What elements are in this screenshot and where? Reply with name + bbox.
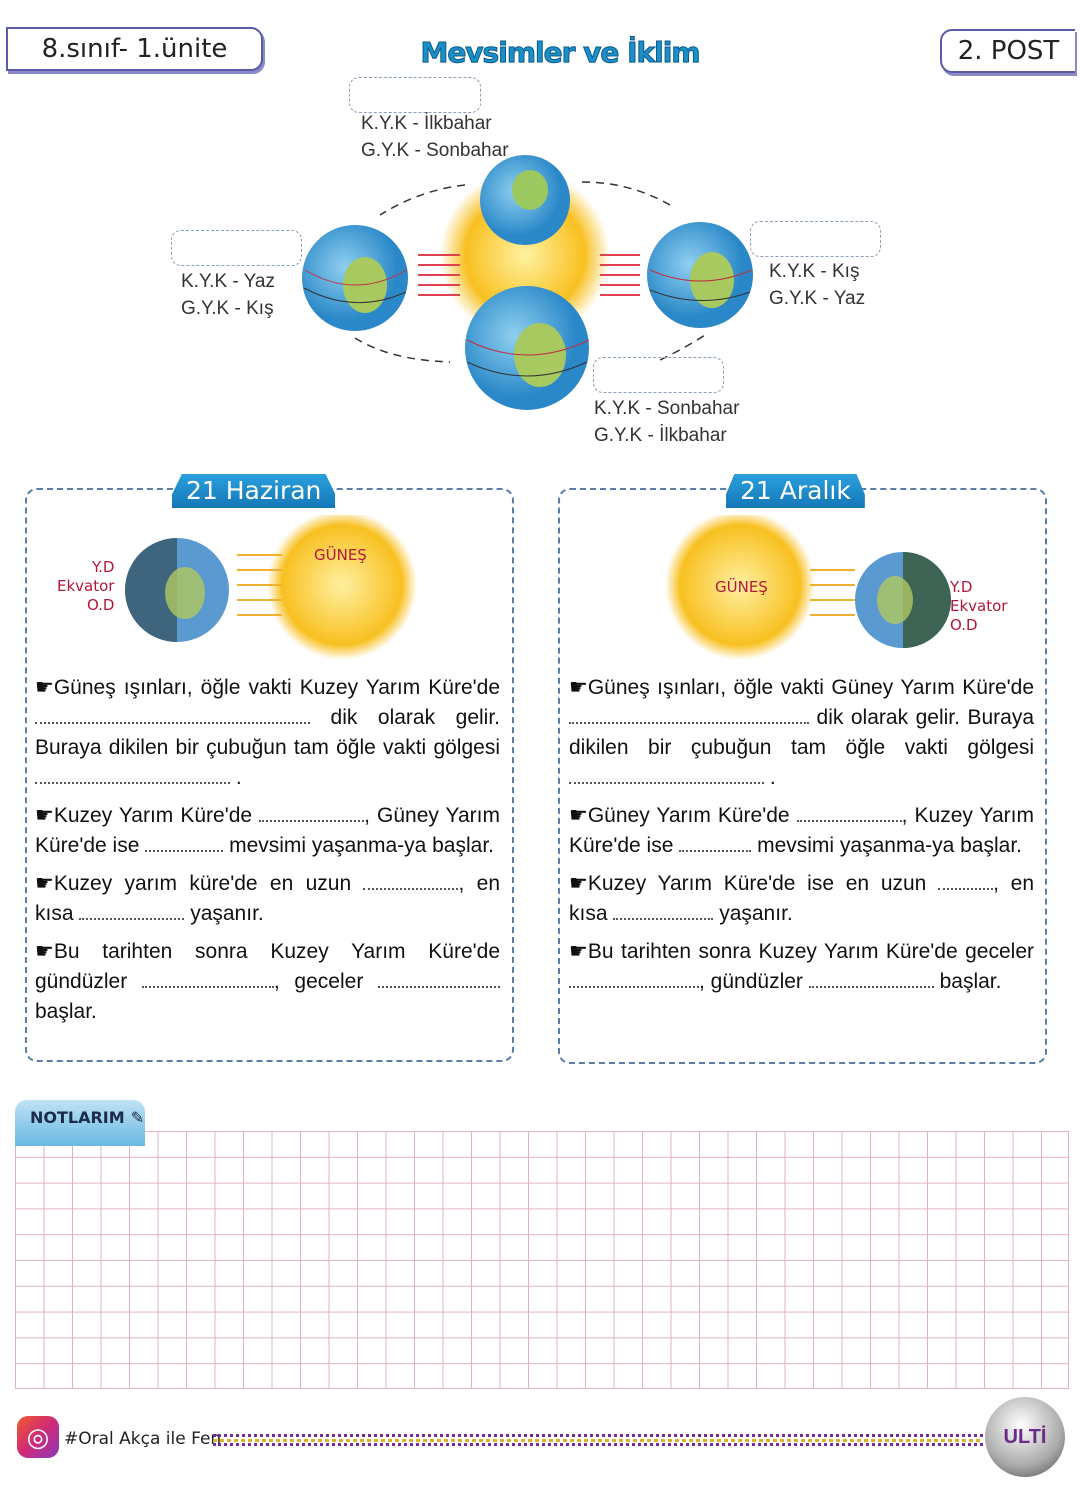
fill-in-blank[interactable] <box>808 970 934 988</box>
paragraph-text: , Kuzey Yarım Küre'de ise <box>569 804 1035 857</box>
paragraph-text: başlar. <box>35 1000 97 1023</box>
paragraph-text: mevsimi yaşanma-ya başlar. <box>223 834 495 857</box>
earth-bottom <box>465 286 590 410</box>
paragraph-text: ☛Bu tarihten sonra Kuzey Yarım Küre'de g… <box>569 940 1034 963</box>
panel-text: ☛Güneş ışınları, öğle vakti Güney Yarım … <box>569 673 1034 1005</box>
paragraph-text: başlar. <box>933 970 1002 993</box>
paragraph: ☛Bu tarihten sonra Kuzey Yarım Küre'de g… <box>569 937 1034 997</box>
fill-in-blank[interactable] <box>613 902 714 920</box>
sun <box>665 515 815 660</box>
fill-in-blank[interactable] <box>35 706 310 724</box>
answer-box-bottom[interactable] <box>593 357 724 393</box>
fill-in-blank[interactable] <box>378 970 500 988</box>
footer-handle: #Oral Akça ile Fen <box>64 1429 222 1449</box>
paragraph-text: ☛Güney Yarım Küre'de <box>569 804 797 827</box>
paragraph-text: dik olarak gelir. Buraya dikilen bir çub… <box>35 706 500 759</box>
panel-text: ☛Güneş ışınları, öğle vakti Kuzey Yarım … <box>35 673 500 1035</box>
fill-in-blank[interactable] <box>79 902 185 920</box>
december-illustration <box>665 515 951 660</box>
paragraph: ☛Güneş ışınları, öğle vakti Güney Yarım … <box>569 673 1034 793</box>
paragraph: ☛Güneş ışınları, öğle vakti Kuzey Yarım … <box>35 673 500 793</box>
paragraph-text: . <box>230 766 242 789</box>
unit-badge: 8.sınıf- 1.ünite <box>6 27 263 71</box>
paragraph-text: , en kısa <box>35 872 500 925</box>
paragraph: ☛Kuzey Yarım Küre'de ise en uzun , en kı… <box>569 869 1034 929</box>
post-badge: 2. POST <box>940 29 1075 73</box>
pencil-icon: ✎ <box>130 1108 145 1127</box>
fill-in-blank[interactable] <box>363 872 459 890</box>
notes-grid[interactable] <box>15 1131 1069 1389</box>
earth-left <box>302 225 408 331</box>
fill-in-blank[interactable] <box>938 872 994 890</box>
paragraph: ☛Kuzey yarım küre'de en uzun , en kısa y… <box>35 869 500 929</box>
fill-in-blank[interactable] <box>796 804 902 822</box>
earth-right <box>647 222 753 328</box>
paragraph: ☛Bu tarihten sonra Kuzey Yarım Küre'de g… <box>35 937 500 1027</box>
fill-in-blank[interactable] <box>569 970 699 988</box>
answer-box-top[interactable] <box>349 77 481 113</box>
page-title: Mevsimler ve İklim <box>420 36 701 70</box>
answer-box-left[interactable] <box>171 230 302 266</box>
fill-in-blank[interactable] <box>259 804 365 822</box>
orbit-diagram <box>302 155 753 410</box>
paragraph-text: , Güney Yarım Küre'de ise <box>35 804 500 857</box>
fill-in-blank[interactable] <box>35 766 230 784</box>
date-ribbon: 21 Haziran <box>172 474 336 508</box>
fill-in-blank[interactable] <box>679 834 752 852</box>
date-ribbon: 21 Aralık <box>726 474 865 508</box>
paragraph-text: ☛Güneş ışınları, öğle vakti Kuzey Yarım … <box>35 676 500 699</box>
paragraph-text: ☛Kuzey Yarım Küre'de ise en uzun <box>569 872 939 895</box>
fill-in-blank[interactable] <box>569 706 809 724</box>
paragraph-text: , gündüzler <box>699 970 809 993</box>
fill-in-blank[interactable] <box>569 766 764 784</box>
paragraph: ☛Kuzey Yarım Küre'de , Güney Yarım Küre'… <box>35 801 500 861</box>
paragraph-text: ☛Bu tarihten sonra Kuzey Yarım Küre'de g… <box>35 940 500 993</box>
instagram-icon[interactable]: ◎ <box>17 1416 59 1458</box>
paragraph-text: dik olarak gelir. Buraya dikilen bir çub… <box>569 706 1034 759</box>
sun-label: GÜNEŞ <box>314 546 367 564</box>
paragraph-text: mevsimi yaşanma-ya başlar. <box>751 834 1023 857</box>
paragraph-text: , geceler <box>273 970 378 993</box>
sun-rays <box>418 254 640 296</box>
sun-label: GÜNEŞ <box>715 578 768 596</box>
answer-box-right[interactable] <box>750 221 881 257</box>
paragraph: ☛Güney Yarım Küre'de , Kuzey Yarım Küre'… <box>569 801 1034 861</box>
fill-in-blank[interactable] <box>145 834 224 852</box>
paragraph-text: , en kısa <box>569 872 1034 925</box>
footer-divider <box>213 1434 983 1446</box>
earth-top <box>480 155 570 245</box>
paragraph-text: ☛Güneş ışınları, öğle vakti Güney Yarım … <box>569 676 1034 699</box>
june-illustration <box>125 515 417 660</box>
sun <box>267 515 417 660</box>
paragraph-text: yaşanır. <box>184 902 264 925</box>
fill-in-blank[interactable] <box>141 970 274 988</box>
paragraph-text: yaşanır. <box>713 902 793 925</box>
notes-tab: NOTLARIM✎ <box>15 1100 145 1146</box>
paragraph-text: ☛Kuzey yarım küre'de en uzun <box>35 872 364 895</box>
paragraph-text: . <box>764 766 776 789</box>
paragraph-text: ☛Kuzey Yarım Küre'de <box>35 804 260 827</box>
ulti-logo: ULTİ <box>985 1397 1065 1477</box>
